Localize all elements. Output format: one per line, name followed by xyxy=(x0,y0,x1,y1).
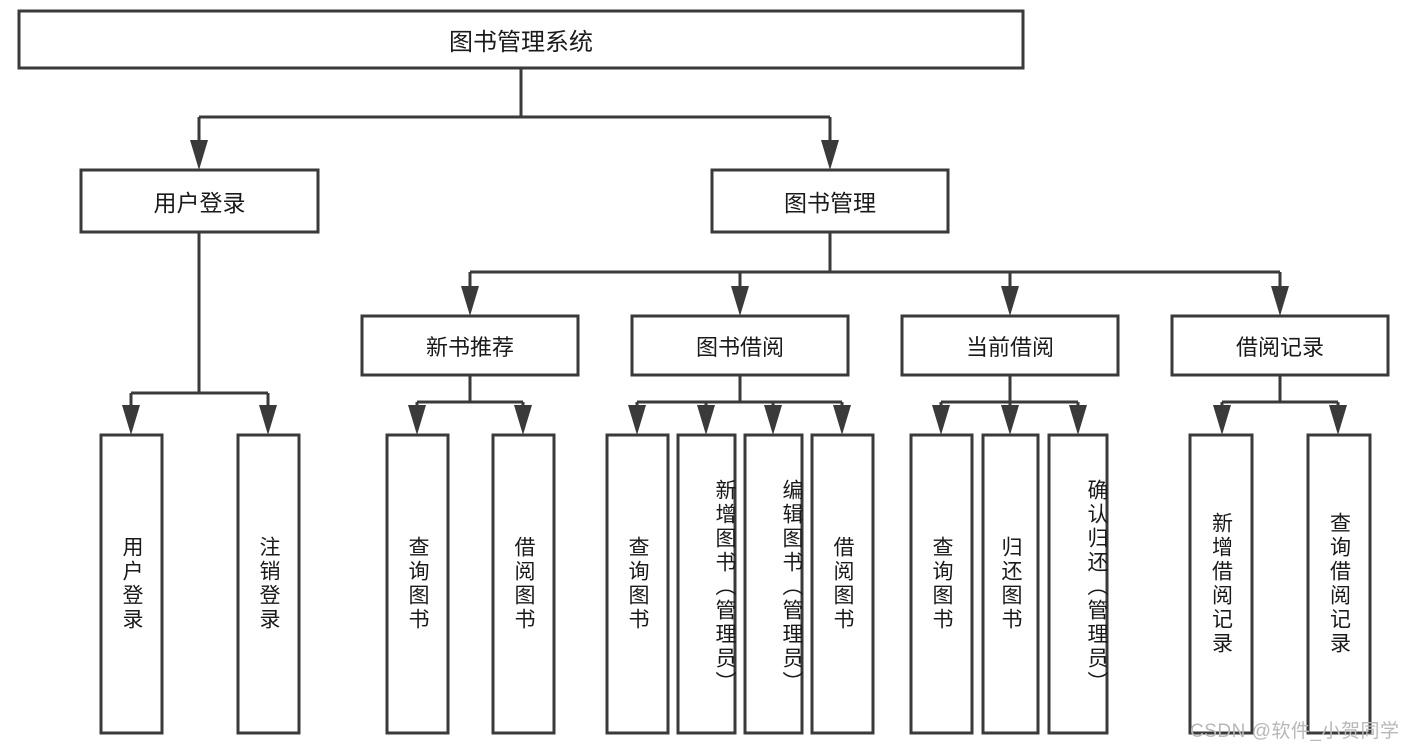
node-book-borrow[interactable] xyxy=(630,314,850,377)
node-book-manage[interactable] xyxy=(710,168,950,234)
node-leaf-borrow-book-1[interactable] xyxy=(491,433,556,735)
connector-group-current-borrow xyxy=(932,375,1087,435)
node-leaf-user-login[interactable] xyxy=(99,433,164,735)
arrow-to-user-login-icon xyxy=(190,140,208,170)
arrow-leaf-edit-book-icon xyxy=(764,405,782,435)
arrow-borrow-record-icon xyxy=(1271,286,1289,316)
arrow-leaf-user-login-icon xyxy=(122,405,140,435)
node-leaf-add-book[interactable] xyxy=(676,433,737,735)
node-leaf-logout[interactable] xyxy=(236,433,301,735)
node-user-login[interactable] xyxy=(79,168,320,234)
node-leaf-query-book-2[interactable] xyxy=(605,433,670,735)
arrow-leaf-query-record-icon xyxy=(1329,405,1347,435)
node-leaf-add-record[interactable] xyxy=(1188,433,1254,735)
arrow-to-book-manage-icon xyxy=(821,140,839,170)
connector-group-new-book-rec xyxy=(408,375,532,435)
arrow-leaf-return-book-icon xyxy=(1001,405,1019,435)
node-leaf-query-record[interactable] xyxy=(1306,433,1372,735)
node-leaf-edit-book[interactable] xyxy=(743,433,804,735)
node-root[interactable] xyxy=(17,9,1025,70)
node-new-book-rec[interactable] xyxy=(360,314,580,377)
node-current-borrow[interactable] xyxy=(900,314,1120,377)
arrow-leaf-confirm-return-icon xyxy=(1069,405,1087,435)
arrow-current-borrow-icon xyxy=(1001,286,1019,316)
csdn-watermark: CSDN @软件_小贺同学 xyxy=(1190,721,1400,742)
arrow-leaf-add-record-icon xyxy=(1213,405,1231,435)
connector-group-user-login xyxy=(122,232,277,435)
connector-group-root xyxy=(190,68,839,170)
node-leaf-query-book-3[interactable] xyxy=(909,433,974,735)
connector-group-book-borrow xyxy=(628,375,851,435)
arrow-leaf-query-book-3-icon xyxy=(932,405,950,435)
node-leaf-query-book-1[interactable] xyxy=(385,433,450,735)
arrow-leaf-add-book-icon xyxy=(697,405,715,435)
arrow-leaf-logout-icon xyxy=(259,405,277,435)
connector-group-borrow-record xyxy=(1213,375,1347,435)
connector-group-book-manage xyxy=(461,232,1289,316)
node-borrow-record[interactable] xyxy=(1170,314,1390,377)
arrow-leaf-query-book-2-icon xyxy=(628,405,646,435)
arrow-new-book-rec-icon xyxy=(461,286,479,316)
node-leaf-return-book[interactable] xyxy=(981,433,1040,735)
arrow-book-borrow-icon xyxy=(731,286,749,316)
arrow-leaf-query-book-1-icon xyxy=(408,405,426,435)
node-leaf-borrow-book-2[interactable] xyxy=(810,433,875,735)
arrow-leaf-borrow-book-1-icon xyxy=(514,405,532,435)
node-leaf-confirm-return[interactable] xyxy=(1047,433,1109,735)
arrow-leaf-borrow-book-2-icon xyxy=(833,405,851,435)
